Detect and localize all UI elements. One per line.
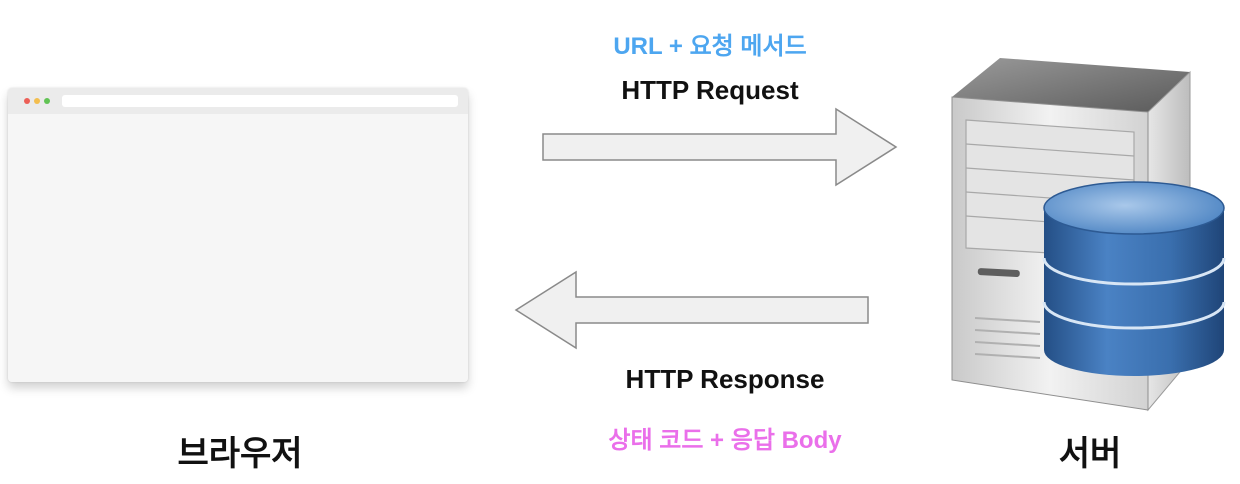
close-dot-icon (24, 98, 30, 104)
browser-window-icon (8, 88, 468, 382)
browser-content-area (8, 114, 468, 382)
server-caption: 서버 (1058, 435, 1122, 473)
browser-title-bar (8, 88, 468, 114)
database-icon (1042, 181, 1226, 376)
address-bar (62, 95, 458, 107)
request-method-label: URL + 요청 메서드 (613, 33, 807, 60)
browser-caption: 브라우저 (177, 435, 303, 473)
http-response-title: HTTP Response (625, 364, 825, 394)
response-arrow-icon (514, 270, 869, 350)
response-status-label: 상태 코드 + 응답 Body (608, 427, 842, 454)
maximize-dot-icon (44, 98, 50, 104)
http-request-title: HTTP Request (621, 75, 799, 105)
request-arrow-icon (542, 107, 898, 187)
minimize-dot-icon (34, 98, 40, 104)
